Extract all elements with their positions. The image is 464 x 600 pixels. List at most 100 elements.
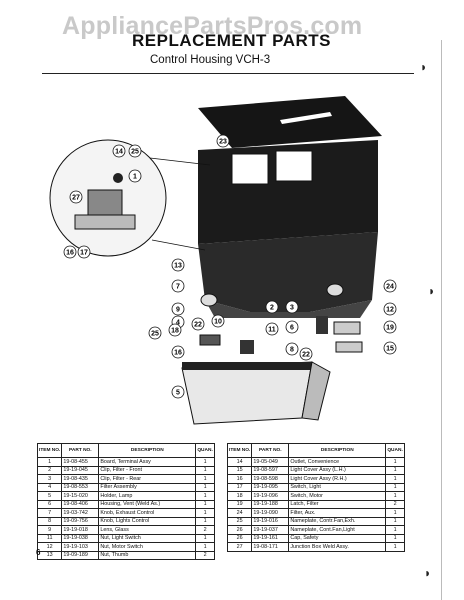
page-title: REPLACEMENT PARTS — [132, 31, 331, 50]
quantity-cell: 1 — [385, 516, 405, 526]
item-no-cell: 4 — [36, 482, 63, 492]
quantity-cell: 1 — [195, 508, 215, 518]
filter-side — [301, 361, 331, 421]
col-description: DESCRIPTION — [288, 443, 387, 458]
light-right — [326, 283, 344, 297]
item-no-cell: 26 — [226, 525, 253, 535]
part-no-cell: 19-19-018 — [61, 525, 100, 535]
page-subtitle: Control Housing VCH-3 — [150, 54, 271, 66]
item-no-cell: 14 — [226, 457, 253, 467]
hood-bottom — [205, 300, 372, 318]
callout-18: 18 — [171, 328, 179, 335]
description-cell: Switch, Motor — [288, 491, 387, 501]
item-no-cell: 5 — [36, 491, 63, 501]
item-no-cell: 1 — [36, 457, 63, 467]
col-quan: QUAN. — [195, 443, 215, 458]
item-no-cell: 26 — [226, 533, 253, 543]
quantity-cell: 1 — [385, 491, 405, 501]
quantity-cell: 1 — [195, 482, 215, 492]
callout-25-lower: 25 — [151, 331, 159, 338]
part-no-cell: 19-05-049 — [251, 457, 290, 467]
callout-19: 19 — [386, 325, 394, 332]
part-no-cell: 19-19-090 — [251, 508, 290, 518]
item-no-cell: 2 — [36, 465, 63, 475]
part-no-cell: 19-19-045 — [61, 465, 100, 475]
callout-group: 23 14 25 1 27 16 17 13 7 24 9 2 3 12 4 1… — [63, 134, 397, 399]
switch-part — [240, 340, 254, 354]
inset-leader — [149, 157, 211, 166]
part-no-cell: 19-08-598 — [251, 474, 290, 484]
outlet — [113, 173, 123, 183]
part-no-cell: 19-19-161 — [251, 533, 290, 543]
item-no-cell: 13 — [36, 550, 63, 560]
col-item: ITEM NO. — [36, 443, 63, 458]
quantity-cell: 2 — [385, 499, 405, 509]
quantity-cell: 1 — [195, 499, 215, 509]
col-quan: QUAN. — [385, 443, 405, 458]
callout-2: 2 — [270, 305, 274, 312]
item-no-cell: 15 — [226, 465, 253, 475]
part-no-cell: 19-08-455 — [61, 457, 100, 467]
top-highlight — [280, 112, 332, 124]
terminal-board — [74, 214, 136, 230]
item-no-cell: 6 — [36, 499, 63, 509]
description-cell: Light Cover Assy (R.H.) — [288, 474, 387, 484]
part-no-cell: 19-08-597 — [251, 465, 290, 475]
knob-part — [199, 334, 221, 346]
latch-part — [316, 316, 328, 334]
callout-25: 25 — [131, 149, 139, 156]
callout-23: 23 — [219, 139, 227, 146]
callout-3: 3 — [290, 305, 294, 312]
callout-14: 14 — [115, 149, 123, 156]
description-cell: Cap, Safety — [288, 533, 387, 543]
description-cell: Nameplate, Cont.Fan,Light — [288, 525, 387, 535]
part-no-cell: 19-08-406 — [61, 499, 100, 509]
description-cell: Clip, Filter - Front — [98, 465, 197, 475]
watermark: AppliancePartsPros.com — [62, 12, 363, 40]
item-no-cell: 11 — [36, 533, 63, 543]
bind-mark-icon: ◗ — [424, 566, 432, 580]
part-no-cell: 19-08-171 — [251, 542, 290, 552]
quantity-cell: 1 — [385, 508, 405, 518]
description-cell: Holder, Lamp — [98, 491, 197, 501]
callout-10: 10 — [214, 319, 222, 326]
page-edge — [441, 40, 442, 600]
item-no-cell: 16 — [226, 474, 253, 484]
callout-4: 4 — [176, 320, 180, 327]
description-cell: Latch, Filter — [288, 499, 387, 509]
quantity-cell: 1 — [385, 482, 405, 492]
callout-17: 17 — [80, 250, 88, 257]
part-no-cell: 19-19-188 — [251, 499, 290, 509]
description-cell: Knob, Exhaust Control — [98, 508, 197, 518]
item-no-cell: 3 — [36, 474, 63, 484]
quantity-cell: 1 — [195, 457, 215, 467]
part-no-cell: 19-19-103 — [61, 542, 100, 552]
quantity-cell: 1 — [195, 516, 215, 526]
description-cell: Nut, Thumb — [98, 550, 197, 560]
quantity-cell: 1 — [195, 491, 215, 501]
callout-6: 6 — [290, 325, 294, 332]
inset-leader — [151, 239, 206, 251]
callout-22: 22 — [194, 322, 202, 329]
description-cell: Clip, Filter - Rear — [98, 474, 197, 484]
part-no-cell: 19-19-095 — [251, 482, 290, 492]
part-no-cell: 19-15-020 — [61, 491, 100, 501]
callout-24: 24 — [386, 284, 394, 291]
part-no-cell: 19-19-038 — [61, 533, 100, 543]
